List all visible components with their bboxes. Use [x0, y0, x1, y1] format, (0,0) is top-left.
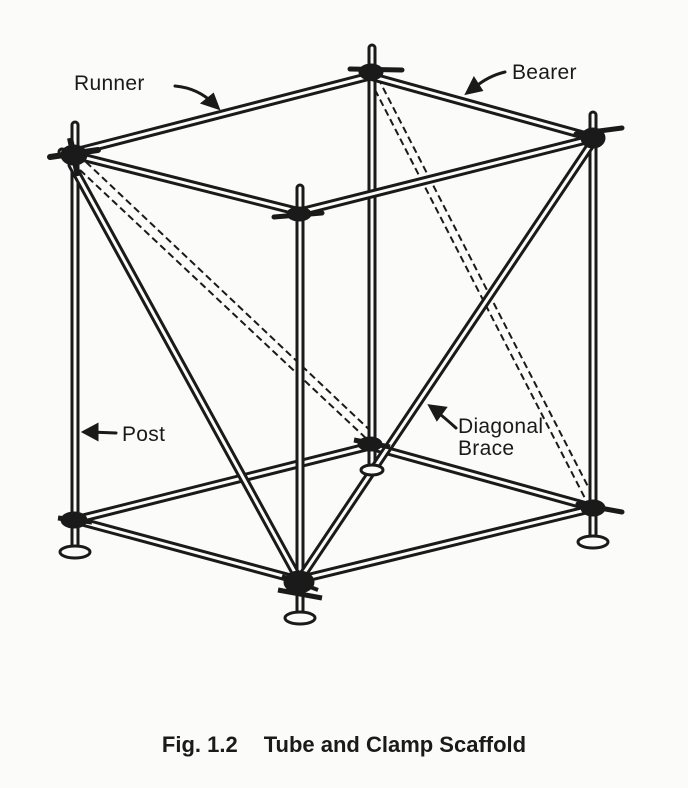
- bottom-bearer-back: [365, 441, 599, 513]
- runner-arrow-icon: [173, 84, 221, 111]
- figure-title: Tube and Clamp Scaffold: [263, 732, 527, 757]
- bottom-runner-front: [293, 503, 599, 585]
- bottom-runner-back: [70, 441, 375, 525]
- clamp-top-right: [573, 125, 625, 149]
- hidden-diagonal-braces: [79, 77, 599, 509]
- bearer-arrow-icon: [464, 70, 507, 96]
- clamp-bottom-front: [277, 570, 323, 601]
- hidden-brace-left-2: [85, 161, 377, 437]
- brace-arrow-icon: [427, 404, 458, 430]
- hidden-brace-left: [79, 169, 371, 443]
- base-plate-right: [576, 534, 610, 550]
- tubes: [57, 43, 599, 617]
- base-plate-left: [58, 544, 92, 560]
- diagonal-brace-label-line1: Diagonal: [458, 415, 544, 438]
- hidden-brace-back: [369, 79, 591, 509]
- clamp-bottom-left: [57, 511, 93, 529]
- base-plate-back: [359, 463, 385, 477]
- diagonal-brace-left: [67, 160, 303, 583]
- clamps: [47, 63, 625, 601]
- base-plate-front: [283, 610, 317, 626]
- post-arrow-icon: [80, 422, 118, 442]
- diagonal-brace-label: Diagonal Brace: [458, 415, 544, 461]
- top-bearer-back: [365, 71, 599, 143]
- clamp-top-left: [47, 137, 101, 177]
- top-bearer-front: [57, 147, 305, 217]
- top-runner-back: [70, 71, 375, 157]
- runner-label: Runner: [74, 72, 145, 95]
- clamp-bottom-back: [353, 436, 391, 452]
- figure-number: Fig. 1.2: [161, 732, 238, 757]
- bottom-bearer-front: [70, 515, 303, 585]
- diagonal-brace-right: [297, 135, 599, 581]
- base-plates: [58, 463, 610, 626]
- top-runner-front: [295, 133, 599, 217]
- clamp-top-front: [271, 206, 325, 222]
- diagonal-brace-label-line2: Brace: [458, 437, 515, 461]
- hidden-brace-back-2: [377, 77, 599, 507]
- post-label: Post: [122, 423, 166, 446]
- figure-caption: Fig. 1.2 Tube and Clamp Scaffold: [0, 732, 688, 758]
- callout-arrows: [80, 70, 507, 442]
- clamp-bottom-right: [575, 499, 625, 517]
- clamp-top-back: [347, 63, 405, 81]
- bearer-label: Bearer: [512, 61, 577, 84]
